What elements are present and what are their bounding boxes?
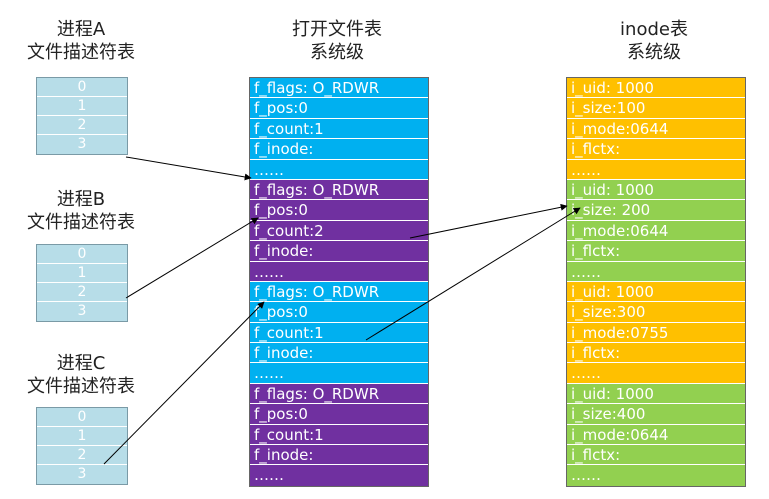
- process-a-subtitle: 文件描述符表: [27, 42, 135, 63]
- arrow-file3-to-inode2: [365, 207, 581, 341]
- open-file-table-row: f_count:1: [250, 118, 428, 140]
- inode-table-title: inode表 系统级: [564, 18, 744, 64]
- process-a-title: 进程A 文件描述符表: [16, 18, 146, 64]
- open-file-table-row: f_count:1: [250, 424, 428, 446]
- arrow-b2-to-file2: [125, 217, 259, 299]
- arrow-a3-to-file2: [125, 156, 252, 181]
- process-a-fd-table: 0 1 2 3: [36, 77, 128, 155]
- open-file-table-row: f_pos:0: [250, 404, 428, 425]
- open-file-table-row: f_inode:: [250, 445, 428, 466]
- inode-table-row: ……: [567, 159, 745, 180]
- open-file-table-row: f_flags: O_RDWR: [250, 281, 428, 303]
- arrow-file2-to-inode2: [409, 203, 568, 239]
- fd-cell-3: 3: [37, 302, 127, 321]
- inode-table-row: i_mode:0755: [567, 322, 745, 344]
- open-file-table-row: ……: [250, 363, 428, 384]
- inode-table-row: i_size: 200: [567, 200, 745, 221]
- process-c-subtitle: 文件描述符表: [27, 376, 135, 397]
- open-file-table-row: ……: [250, 159, 428, 180]
- process-b-title: 进程B 文件描述符表: [16, 188, 146, 234]
- process-c-title: 进程C 文件描述符表: [16, 352, 146, 398]
- inode-table-name: inode表: [620, 19, 688, 40]
- inode-table-row: i_size:300: [567, 302, 745, 323]
- process-b-subtitle: 文件描述符表: [27, 212, 135, 233]
- process-c-fd-table: 0 1 2 3: [36, 407, 128, 485]
- open-file-table-row: f_pos:0: [250, 302, 428, 323]
- open-file-table-row: ……: [250, 465, 428, 486]
- fd-cell-0: 0: [37, 245, 127, 264]
- fd-cell-2: 2: [37, 446, 127, 465]
- process-c-name: 进程C: [56, 353, 106, 374]
- fd-cell-0: 0: [37, 408, 127, 427]
- inode-table-row: i_flctx:: [567, 343, 745, 364]
- inode-table-row: i_size:400: [567, 404, 745, 425]
- fd-cell-3: 3: [37, 135, 127, 154]
- inode-table-row: ……: [567, 261, 745, 282]
- fd-cell-2: 2: [37, 116, 127, 135]
- open-file-table-title: 打开文件表 系统级: [247, 18, 427, 64]
- inode-table-row: i_size:100: [567, 98, 745, 119]
- open-file-table-subtitle: 系统级: [310, 42, 364, 63]
- fd-cell-1: 1: [37, 264, 127, 283]
- inode-table-row: ……: [567, 465, 745, 486]
- open-file-table-row: f_inode:: [250, 343, 428, 364]
- inode-table-subtitle: 系统级: [627, 42, 681, 63]
- open-file-table-row: f_count:1: [250, 322, 428, 344]
- inode-table-row: i_flctx:: [567, 445, 745, 466]
- process-b-name: 进程B: [56, 189, 106, 210]
- inode-table-row: i_mode:0644: [567, 118, 745, 140]
- process-b-fd-table: 0 1 2 3: [36, 244, 128, 322]
- open-file-table-row: f_pos:0: [250, 98, 428, 119]
- fd-cell-2: 2: [37, 283, 127, 302]
- open-file-table-row: f_pos:0: [250, 200, 428, 221]
- inode-table-row: i_uid: 1000: [567, 78, 745, 99]
- open-file-table-row: f_count:2: [250, 220, 428, 242]
- open-file-table-row: ……: [250, 261, 428, 282]
- inode-table-row: i_uid: 1000: [567, 179, 745, 201]
- inode-table-row: i_uid: 1000: [567, 383, 745, 405]
- fd-cell-0: 0: [37, 78, 127, 97]
- open-file-table-row: f_inode:: [250, 139, 428, 160]
- inode-table-row: i_mode:0644: [567, 220, 745, 242]
- open-file-table-name: 打开文件表: [292, 19, 382, 40]
- open-file-table-row: f_flags: O_RDWR: [250, 179, 428, 201]
- inode-table-row: ……: [567, 363, 745, 384]
- inode-table-row: i_mode:0644: [567, 424, 745, 446]
- fd-cell-3: 3: [37, 465, 127, 484]
- inode-table-row: i_uid: 1000: [567, 281, 745, 303]
- inode-table-row: i_flctx:: [567, 139, 745, 160]
- fd-cell-1: 1: [37, 97, 127, 116]
- fd-cell-1: 1: [37, 427, 127, 446]
- process-a-name: 进程A: [56, 19, 106, 40]
- open-file-table-row: f_flags: O_RDWR: [250, 383, 428, 405]
- open-file-table-row: f_inode:: [250, 241, 428, 262]
- open-file-table-row: f_flags: O_RDWR: [250, 78, 428, 99]
- inode-table-row: i_flctx:: [567, 241, 745, 262]
- arrow-c2-to-file3: [103, 301, 265, 465]
